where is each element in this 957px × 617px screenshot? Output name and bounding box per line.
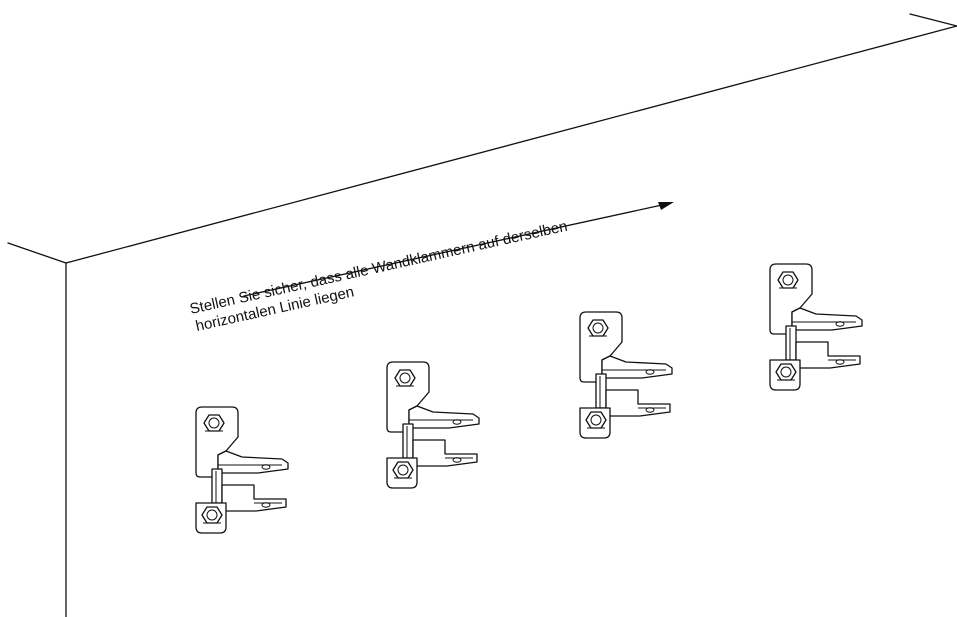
instruction-line-1: Stellen Sie sicher, dass alle Wandklamme…: [188, 218, 569, 318]
instruction-text: Stellen Sie sicher, dass alle Wandklamme…: [188, 218, 569, 335]
wall-bracket-1: [195, 406, 289, 534]
wall-bracket-3: [579, 311, 673, 439]
wall-bracket-2: [386, 361, 480, 489]
wall-bracket-4: [769, 263, 863, 391]
direction-arrow: [243, 202, 674, 297]
wall-outline: [7, 13, 957, 617]
